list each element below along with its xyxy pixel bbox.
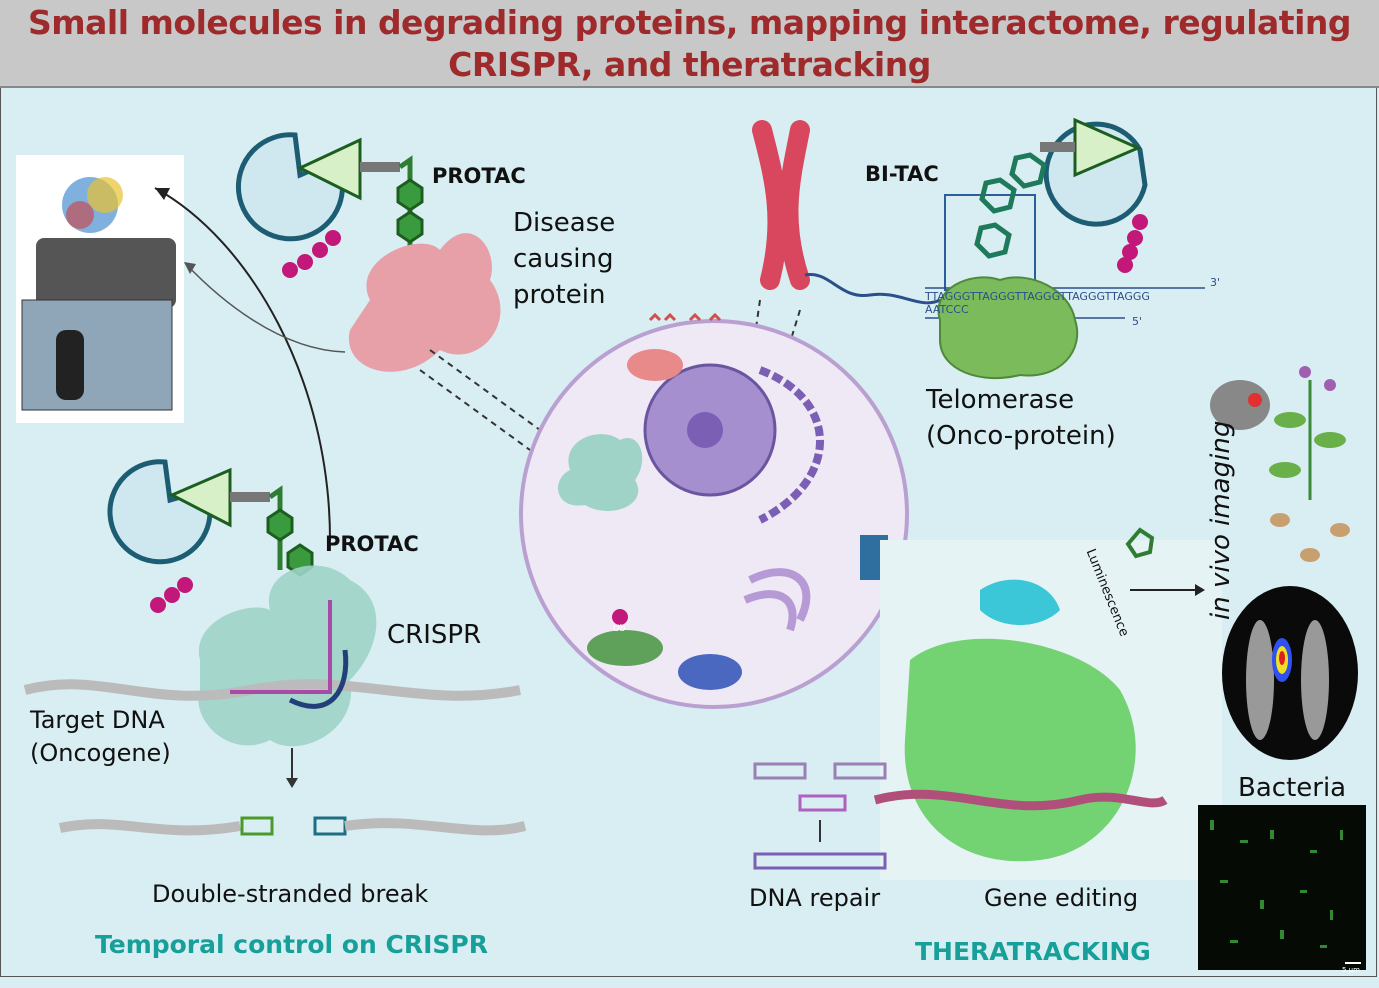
shredder-image: [16, 155, 184, 423]
theratracking-heading: THERATRACKING: [915, 937, 1151, 966]
telomere-seq-top: TTAGGGTTAGGGTTAGGGTTAGGGTTAGGG: [925, 290, 1150, 303]
temporal-control-heading: Temporal control on CRISPR: [95, 930, 488, 959]
title-line-2: CRISPR, and theratracking: [448, 45, 931, 84]
broken-dna-left: [58, 819, 241, 836]
target-dna-helix: [23, 679, 521, 701]
bitac-molecule: [925, 117, 1205, 319]
fish-imaging: [1222, 586, 1358, 760]
crispr-label: CRISPR: [387, 620, 482, 650]
in-vivo-imaging-label: in vivo imaging: [1206, 420, 1236, 620]
telomerase-label-2: (Onco-protein): [926, 421, 1116, 451]
disease-protein-shape: [348, 233, 501, 372]
target-dna-label-2: (Oncogene): [30, 739, 171, 767]
plant-image: [1269, 366, 1350, 562]
mouse-organ-image: [1210, 380, 1270, 430]
gene-editing-label: Gene editing: [984, 884, 1139, 912]
protac-crispr-molecule: [107, 459, 314, 613]
chromosome: [752, 120, 941, 305]
title-line-1: Small molecules in degrading proteins, m…: [27, 3, 1352, 42]
bacteria-micrograph: [1198, 805, 1366, 970]
disease-protein-label-2: causing: [513, 244, 614, 274]
protac-top-molecule: [235, 132, 424, 278]
ub-label: Ub: [613, 624, 626, 634]
cas-protein: [904, 638, 1136, 862]
cell: [519, 312, 909, 709]
bacteria-label: Bacteria: [1238, 773, 1347, 803]
dna-repair-diagram: [753, 762, 887, 870]
target-dna-label-1: Target DNA: [30, 706, 165, 734]
scale-bar-label: 5 µm: [1342, 966, 1360, 974]
protac-label-top: PROTAC: [432, 164, 526, 188]
arrow-to-shredder: [154, 187, 331, 541]
double-stranded-break-label: Double-stranded break: [152, 880, 429, 908]
crispr-complex-shape: [198, 565, 377, 747]
luciferase-protein: [980, 579, 1060, 625]
disease-protein-label-3: protein: [513, 280, 606, 310]
telomerase-shape: [937, 276, 1079, 380]
five-prime-label: 5': [1132, 315, 1143, 328]
telomere-seq-bottom: AATCCC: [925, 303, 969, 316]
disease-protein-label-1: Disease: [513, 208, 616, 238]
small-molecule-icon: [1125, 527, 1155, 559]
bitac-label: BI-TAC: [865, 162, 939, 186]
figure-title: Small molecules in degrading proteins, m…: [0, 2, 1379, 86]
protac-label-bottom: PROTAC: [325, 532, 419, 556]
telomerase-label-1: Telomerase: [926, 385, 1075, 415]
three-prime-label: 3': [1210, 276, 1221, 289]
broken-dna-right: [344, 818, 527, 836]
arrow-to-shredder-2: [184, 262, 346, 353]
dna-repair-label: DNA repair: [749, 884, 881, 912]
gene-editing-dna: [873, 789, 1168, 811]
title-banner: Small molecules in degrading proteins, m…: [0, 0, 1379, 88]
